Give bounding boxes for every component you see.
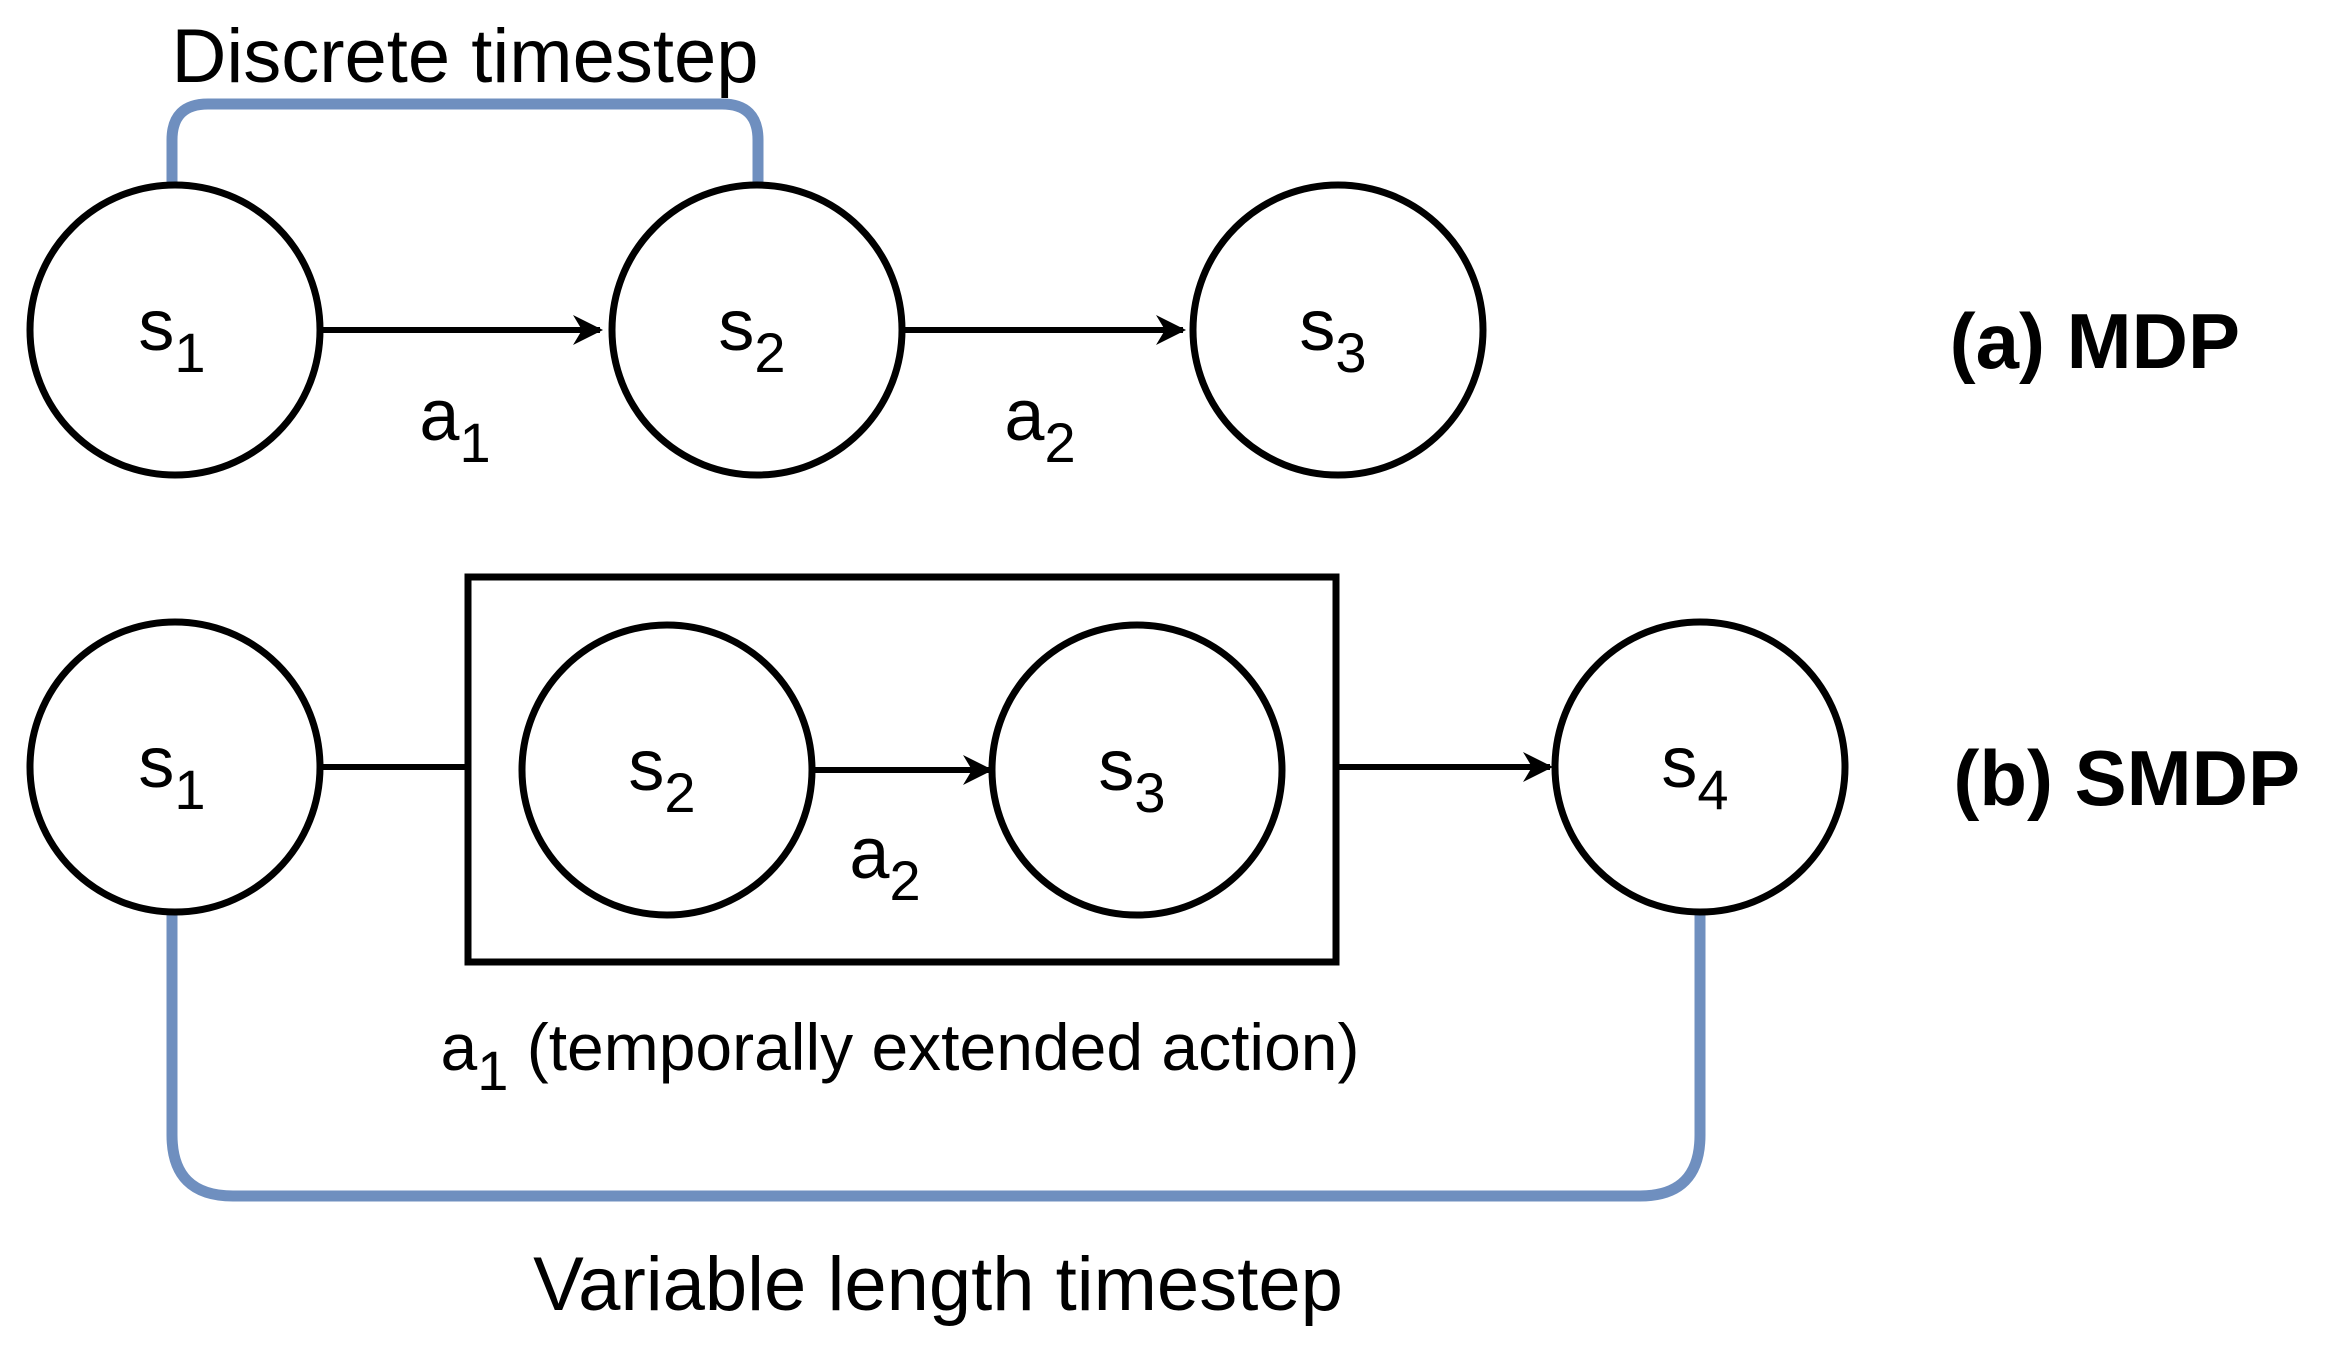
extended-action-text: (temporally extended action) — [508, 1010, 1359, 1084]
discrete-timestep-label: Discrete timestep — [171, 14, 758, 99]
variable-timestep-label: Variable length timestep — [533, 1242, 1343, 1327]
panel-a-title: (a) MDP — [1950, 297, 2240, 385]
state-node-b-s3: s3 — [988, 621, 1286, 919]
state-a-s2-sub: 2 — [754, 321, 785, 384]
state-b-s4-sub: 4 — [1697, 758, 1728, 821]
extended-action-sub: 1 — [477, 1039, 508, 1102]
state-b-s1-sub: 1 — [174, 758, 205, 821]
state-b-s2-sub: 2 — [664, 761, 695, 824]
action-a-a1-sub: 1 — [459, 411, 490, 474]
state-node-b-s4: s4 — [1551, 618, 1849, 916]
state-b-s1-base: s — [138, 723, 174, 803]
state-b-s4-base: s — [1661, 723, 1697, 803]
svg-text:s1: s1 — [138, 723, 205, 821]
svg-text:s1: s1 — [138, 286, 205, 384]
svg-text:a1: a1 — [419, 376, 490, 474]
action-b-a2-base: a — [849, 814, 890, 894]
state-a-s2-base: s — [718, 286, 754, 366]
state-node-b-s2: s2 — [518, 621, 816, 919]
svg-text:s3: s3 — [1299, 286, 1366, 384]
state-node-a-s2: s2 — [608, 181, 906, 479]
action-a-a2-base: a — [1004, 376, 1045, 456]
state-b-s2-base: s — [628, 726, 664, 806]
state-a-s1-sub: 1 — [174, 321, 205, 384]
action-a-a1-base: a — [419, 376, 460, 456]
panel-a-mdp: Discrete timestep s1 s2 s3 a1 — [26, 14, 2240, 479]
state-node-b-s1: s1 — [26, 618, 324, 916]
svg-text:s3: s3 — [1098, 726, 1165, 824]
extended-action-base: a — [441, 1010, 478, 1084]
state-a-s3-base: s — [1299, 286, 1335, 366]
svg-text:s2: s2 — [628, 726, 695, 824]
variable-timestep-brace — [166, 908, 1706, 1202]
svg-text:a1 (temporally extended action: a1 (temporally extended action) — [441, 1010, 1360, 1102]
state-b-s3-base: s — [1098, 726, 1134, 806]
svg-text:a2: a2 — [849, 814, 920, 912]
action-a-a2-sub: 2 — [1044, 411, 1075, 474]
discrete-timestep-brace — [166, 98, 764, 182]
panel-b-smdp: Variable length timestep s1 s2 s3 s4 — [26, 573, 2300, 1327]
state-b-s3-sub: 3 — [1134, 761, 1165, 824]
panel-b-title: (b) SMDP — [1953, 734, 2300, 822]
state-node-a-s1: s1 — [26, 181, 324, 479]
svg-text:s2: s2 — [718, 286, 785, 384]
action-b-a2-sub: 2 — [889, 849, 920, 912]
svg-text:a2: a2 — [1004, 376, 1075, 474]
svg-text:s4: s4 — [1661, 723, 1728, 821]
state-a-s3-sub: 3 — [1335, 321, 1366, 384]
state-a-s1-base: s — [138, 286, 174, 366]
state-node-a-s3: s3 — [1189, 181, 1487, 479]
